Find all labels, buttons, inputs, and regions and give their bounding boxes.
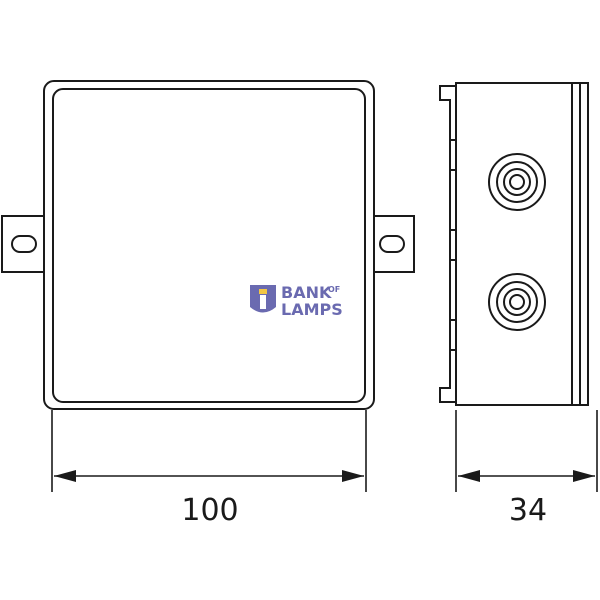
right-mounting-slot bbox=[379, 235, 405, 253]
depth-dimension-label: 34 bbox=[509, 493, 547, 528]
width-dimension bbox=[51, 410, 367, 492]
cable-gland-bottom bbox=[488, 273, 546, 331]
logo-line2: LAMPS bbox=[281, 300, 343, 319]
side-tab-2 bbox=[449, 229, 457, 261]
cable-gland-top bbox=[488, 153, 546, 211]
right-mounting-tab bbox=[374, 215, 415, 273]
left-mounting-tab bbox=[1, 215, 44, 273]
depth-dimension bbox=[455, 410, 598, 492]
width-arrow-right bbox=[342, 470, 364, 482]
side-body-outline bbox=[455, 82, 589, 406]
logo-line1: BANK bbox=[281, 283, 332, 302]
left-mounting-slot bbox=[11, 235, 37, 253]
depth-arrow-right bbox=[573, 470, 595, 482]
side-tab-1 bbox=[449, 139, 457, 171]
side-back-flange bbox=[439, 85, 456, 403]
front-view bbox=[1, 80, 415, 410]
box-lid-outline bbox=[52, 88, 366, 403]
side-view bbox=[439, 82, 589, 406]
bank-of-lamps-logo: BANK OF LAMPS bbox=[250, 283, 343, 319]
side-tab-3 bbox=[449, 319, 457, 351]
lighthouse-tower-icon bbox=[260, 295, 266, 309]
box-outer-outline bbox=[43, 80, 375, 410]
depth-arrow-left bbox=[458, 470, 480, 482]
logo-line1-suffix: OF bbox=[328, 285, 340, 294]
lighthouse-lamp-icon bbox=[259, 289, 267, 294]
width-dimension-label: 100 bbox=[181, 493, 238, 528]
width-arrow-left bbox=[54, 470, 76, 482]
